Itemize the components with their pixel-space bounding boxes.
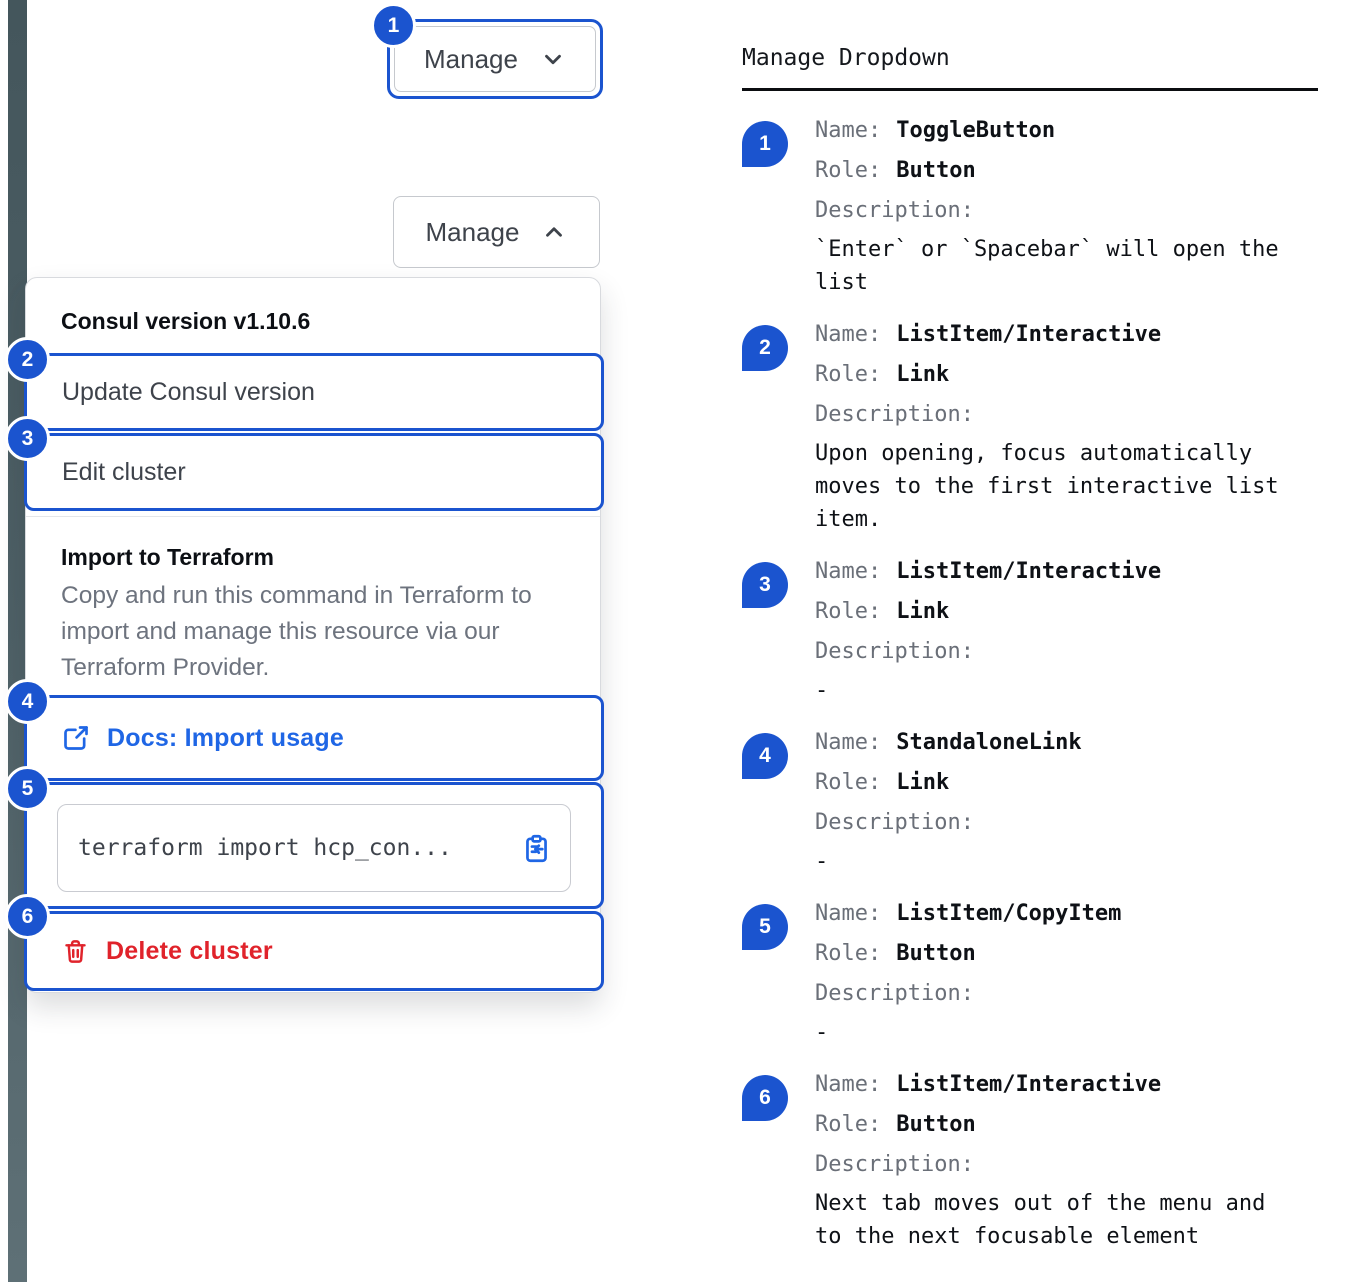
component-role: Link <box>896 362 950 387</box>
app-edge-strip <box>8 0 27 1282</box>
spec-badge-2: 2 <box>742 325 788 371</box>
name-label: Name: <box>815 559 882 584</box>
import-section-title: Import to Terraform <box>61 544 274 570</box>
component-role: Link <box>896 599 950 624</box>
menu-item-copy-terraform-command: terraform import hcp_con... <box>24 782 604 909</box>
component-description: Upon opening, focus automatically moves … <box>815 441 1279 532</box>
menu-item-label: Edit cluster <box>62 457 186 486</box>
spec-item-4: 4 Name: StandaloneLink Role: Link Descript… <box>742 723 1332 878</box>
external-link-icon <box>64 726 88 750</box>
spec-badge-4: 4 <box>742 733 788 779</box>
spec-item-2: 2 Name: ListItem/Interactive Role: Link De… <box>742 315 1332 536</box>
component-name: ListItem/CopyItem <box>896 901 1122 926</box>
spec-title-rule <box>742 88 1318 91</box>
role-label: Role: <box>815 599 882 624</box>
role-label: Role: <box>815 158 882 183</box>
chevron-down-icon <box>545 54 561 65</box>
component-name: ListItem/Interactive <box>896 1072 1162 1097</box>
spec-item-1: 1 Name: ToggleButton Role: Button Descript… <box>742 111 1332 299</box>
import-section-description: Copy and run this command in Terraform t… <box>61 582 532 681</box>
consul-version-label: Consul version v1.10.6 <box>61 308 311 334</box>
menu-divider <box>26 516 600 517</box>
spec-item-5: 5 Name: ListItem/CopyItem Role: Button Des… <box>742 894 1332 1049</box>
name-label: Name: <box>815 730 882 755</box>
spec-badge-5: 5 <box>742 904 788 950</box>
manage-toggle-label: Manage <box>424 43 518 74</box>
role-label: Role: <box>815 941 882 966</box>
description-label: Description: <box>815 810 974 835</box>
description-label: Description: <box>815 981 974 1006</box>
role-label: Role: <box>815 362 882 387</box>
delete-cluster-label: Delete cluster <box>106 936 273 965</box>
spec-item-3: 3 Name: ListItem/Interactive Role: Link De… <box>742 552 1332 707</box>
component-name: ListItem/Interactive <box>896 559 1162 584</box>
menu-item-edit-cluster[interactable]: Edit cluster <box>24 433 604 511</box>
manage-dropdown-menu: Consul version v1.10.6 Update Consul ver… <box>24 277 604 993</box>
component-name: ToggleButton <box>896 118 1056 143</box>
docs-link-label: Docs: Import usage <box>107 723 344 752</box>
terraform-command-field: terraform import hcp_con... <box>57 804 571 892</box>
component-description: Next tab moves out of the menu and to th… <box>815 1191 1266 1249</box>
component-description: - <box>815 1020 829 1045</box>
menu-item-update-consul-version[interactable]: Update Consul version <box>24 353 604 431</box>
annotation-badge-1: 1 <box>371 3 416 48</box>
component-role: Link <box>896 770 950 795</box>
component-role: Button <box>896 158 976 183</box>
spec-panel: Manage Dropdown 1 Name: ToggleButton Role… <box>742 40 1332 1269</box>
annotation-badge-6: 6 <box>5 894 50 939</box>
name-label: Name: <box>815 118 882 143</box>
menu-item-label: Update Consul version <box>62 377 315 406</box>
spec-title: Manage Dropdown <box>742 45 950 71</box>
trash-icon <box>65 939 86 963</box>
manage-toggle-button-open[interactable]: Manage <box>393 196 600 268</box>
name-label: Name: <box>815 901 882 926</box>
component-description: `Enter` or `Spacebar` will open the list <box>815 237 1279 295</box>
name-label: Name: <box>815 1072 882 1097</box>
annotation-badge-2: 2 <box>5 337 50 382</box>
component-name: StandaloneLink <box>896 730 1082 755</box>
component-name: ListItem/Interactive <box>896 322 1162 347</box>
description-label: Description: <box>815 1152 974 1177</box>
manage-toggle-label: Manage <box>425 216 520 247</box>
menu-item-delete-cluster[interactable]: Delete cluster <box>24 911 604 991</box>
component-description: - <box>815 678 829 703</box>
role-label: Role: <box>815 1112 882 1137</box>
spec-badge-6: 6 <box>742 1075 788 1121</box>
toggle-button-focus-ring: Manage <box>387 19 603 99</box>
copy-to-clipboard-icon[interactable] <box>521 833 552 864</box>
description-label: Description: <box>815 402 974 427</box>
component-role: Button <box>896 941 976 966</box>
spec-badge-3: 3 <box>742 562 788 608</box>
spec-item-6: 6 Name:ListItem/Interactive Role:Button … <box>742 1065 1332 1253</box>
annotation-badge-5: 5 <box>5 766 50 811</box>
role-label: Role: <box>815 770 882 795</box>
manage-toggle-button-closed[interactable]: Manage <box>394 26 596 92</box>
description-label: Description: <box>815 198 974 223</box>
description-label: Description: <box>815 639 974 664</box>
menu-item-docs-import-usage[interactable]: Docs: Import usage <box>24 695 604 781</box>
component-role: Button <box>896 1112 976 1137</box>
name-label: Name: <box>815 322 882 347</box>
annotation-badge-3: 3 <box>5 416 50 461</box>
spec-badge-1: 1 <box>742 121 788 167</box>
annotation-badge-4: 4 <box>5 679 50 724</box>
component-description: - <box>815 849 829 874</box>
terraform-command-text: terraform import hcp_con... <box>78 835 452 861</box>
chevron-up-icon <box>546 227 563 237</box>
